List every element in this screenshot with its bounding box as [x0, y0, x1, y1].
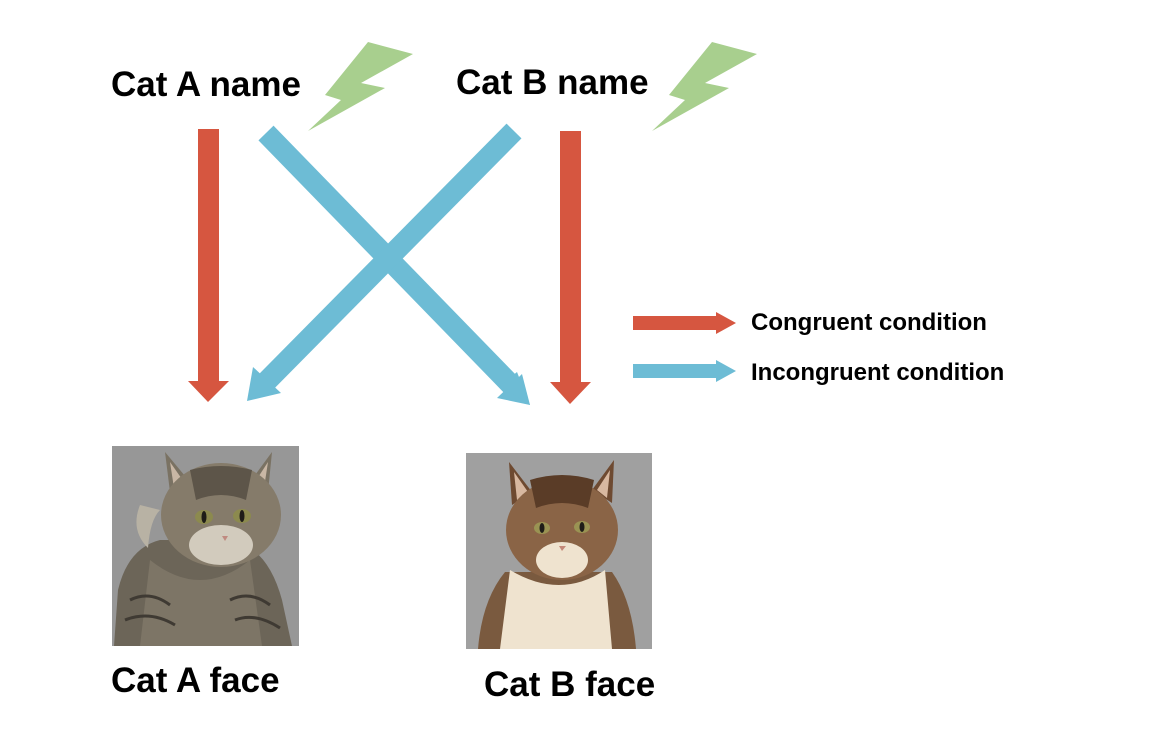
- legend-incongruent-label: Incongruent condition: [751, 359, 1005, 386]
- cat-a-name-label: Cat A name: [111, 65, 301, 104]
- congruent-arrow-a: [188, 129, 229, 402]
- incongruent-arrow-a-to-b: [258, 125, 530, 405]
- lightning-bolt-icon: [308, 42, 413, 131]
- legend-incongruent-arrow: [633, 360, 736, 382]
- congruent-arrow-b: [550, 131, 591, 404]
- cat-b-photo: [466, 453, 652, 649]
- cat-b-name-label: Cat B name: [456, 63, 649, 102]
- legend-congruent-label: Congruent condition: [751, 309, 987, 336]
- lightning-bolt-icon: [652, 42, 757, 131]
- incongruent-arrow-b-to-a: [247, 123, 522, 401]
- cat-a-face-label: Cat A face: [111, 661, 280, 700]
- cat-b-face-label: Cat B face: [484, 665, 656, 704]
- legend-congruent-arrow: [633, 312, 736, 334]
- cat-a-photo: [112, 446, 299, 646]
